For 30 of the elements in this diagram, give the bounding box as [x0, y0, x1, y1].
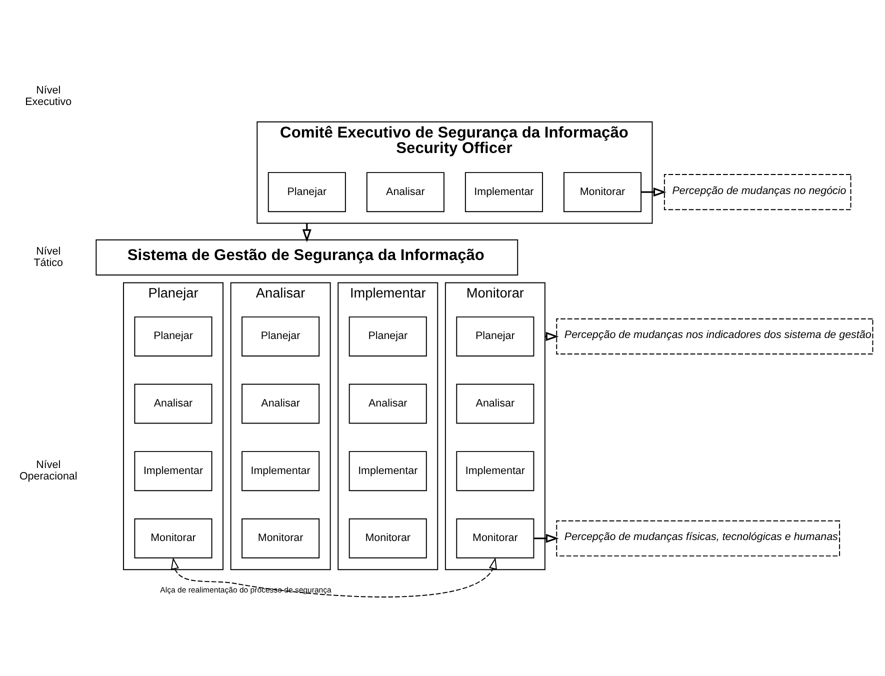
node-box: Percepção de mudanças nos indicadores dos sistema de gestão: [556, 318, 874, 354]
node-box: Planejar: [456, 316, 534, 356]
node-box: Monitorar: [563, 172, 642, 212]
node-box: Planejar: [134, 316, 212, 356]
node-box: Percepção de mudanças físicas, tecnológicas e humanas: [556, 520, 840, 556]
node-box: Analisar: [348, 384, 427, 424]
node-box: Monitorar: [134, 518, 212, 558]
node-box: Planejar: [242, 316, 320, 356]
label: Nível Tático: [34, 245, 63, 270]
node-box: Analisar: [242, 384, 320, 424]
node-box: Percepção de mudanças no negócio: [664, 174, 852, 210]
node-box: Sistema de Gestão de Segurança da Informação: [96, 239, 518, 276]
node-box: Implementar: [348, 451, 427, 492]
node-box: Implementar: [242, 451, 320, 492]
node-box: Analisar: [134, 384, 212, 424]
label: Nível Operacional: [19, 458, 78, 483]
arrow: [534, 534, 559, 543]
node-box: Implementar: [134, 451, 212, 492]
arrow: [170, 557, 497, 598]
node-box: Analisar: [456, 384, 534, 424]
arrow: [641, 188, 666, 197]
node-box: Monitorar: [242, 518, 320, 558]
node-box: Implementar: [464, 172, 543, 212]
node-box: Planejar: [268, 172, 346, 212]
node-box: Analisar: [366, 172, 444, 212]
node-box: Implementar: [456, 451, 534, 492]
node-box: Monitorar: [456, 518, 534, 558]
node-box: Planejar: [348, 316, 427, 356]
label: Nível Executivo: [25, 84, 72, 108]
node-box: Monitorar: [348, 518, 427, 558]
